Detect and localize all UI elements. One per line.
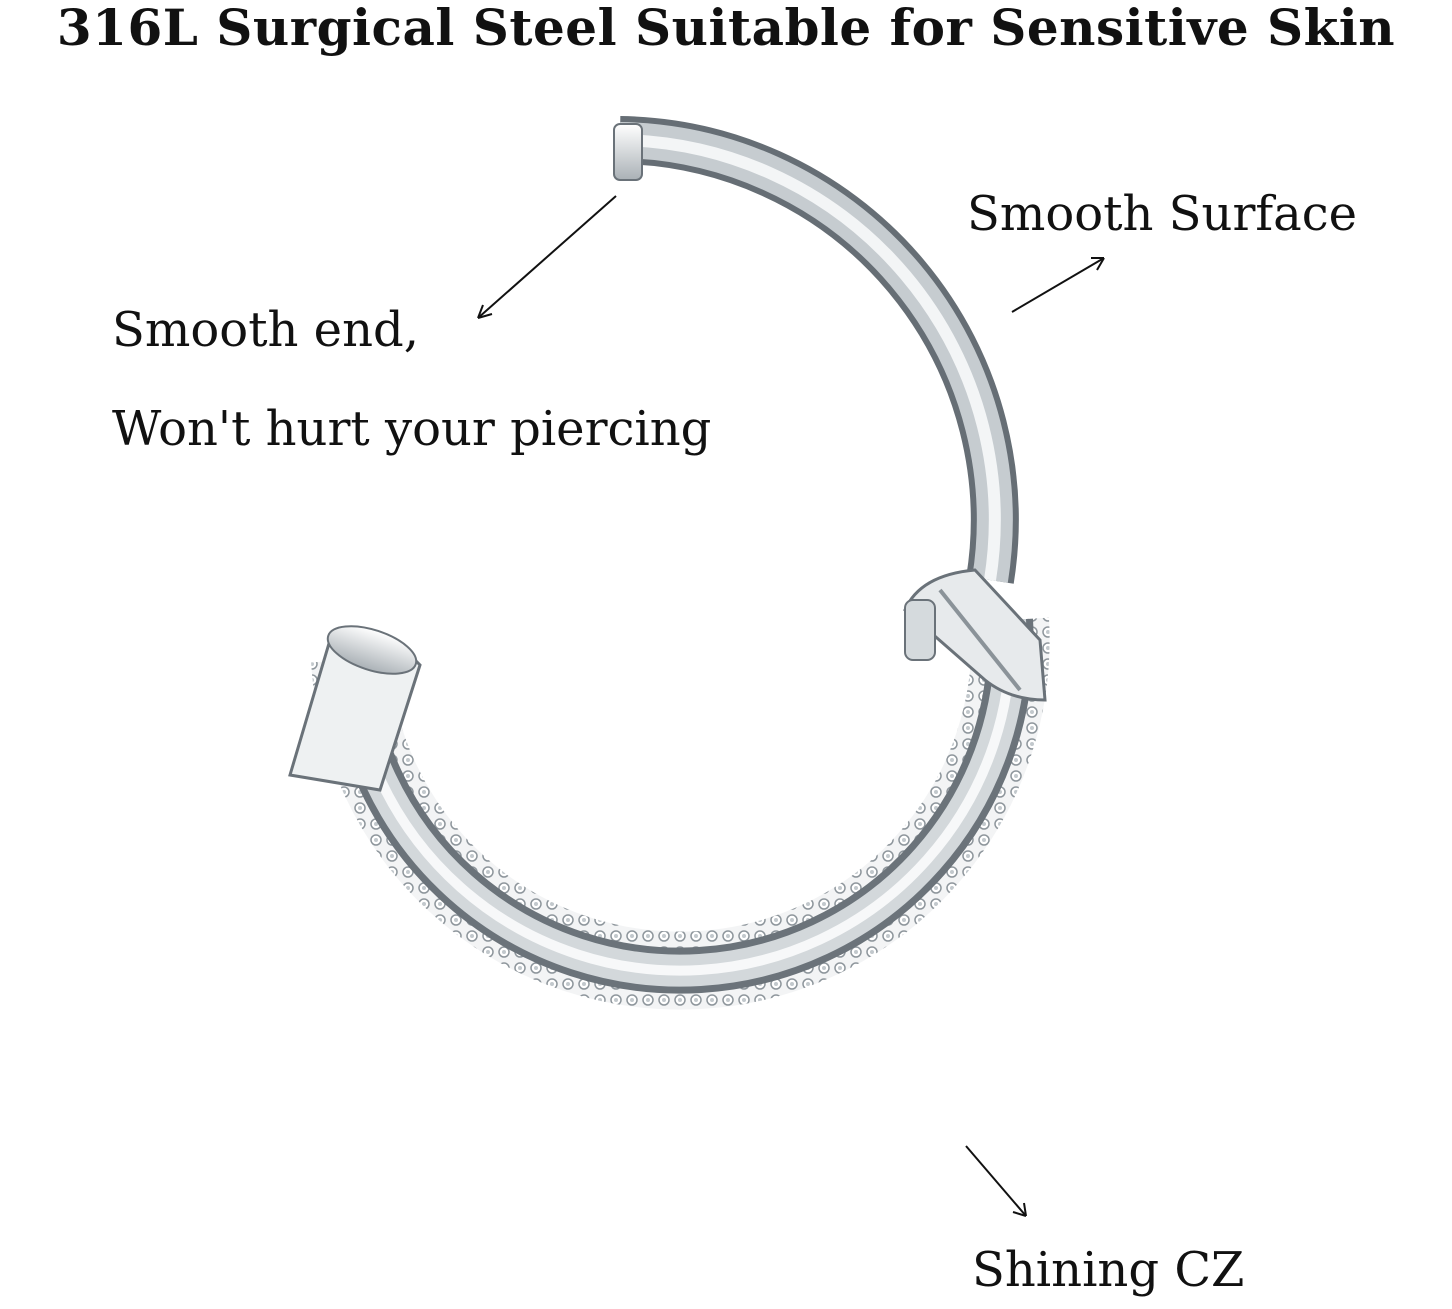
- annotation-wont-hurt: Won't hurt your piercing: [112, 401, 712, 457]
- product-title: 316L Surgical Steel Suitable for Sensiti…: [56, 0, 1396, 57]
- annotation-shining-cz: Shining CZ: [972, 1242, 1245, 1298]
- annotation-smooth-surface: Smooth Surface: [967, 186, 1358, 242]
- annotation-smooth-end: Smooth end,: [112, 302, 419, 358]
- arrow-smooth-end: [477, 195, 617, 319]
- upper-hinge-arc: [619, 116, 1019, 584]
- main-ring-body: [311, 617, 1050, 1010]
- lower-end-cap: [288, 625, 422, 792]
- smooth-end-cap: [613, 123, 643, 181]
- arrow-smooth-surface: [1011, 257, 1105, 313]
- hinge-joint: [903, 568, 1047, 702]
- arrow-shining-cz: [965, 1145, 1027, 1217]
